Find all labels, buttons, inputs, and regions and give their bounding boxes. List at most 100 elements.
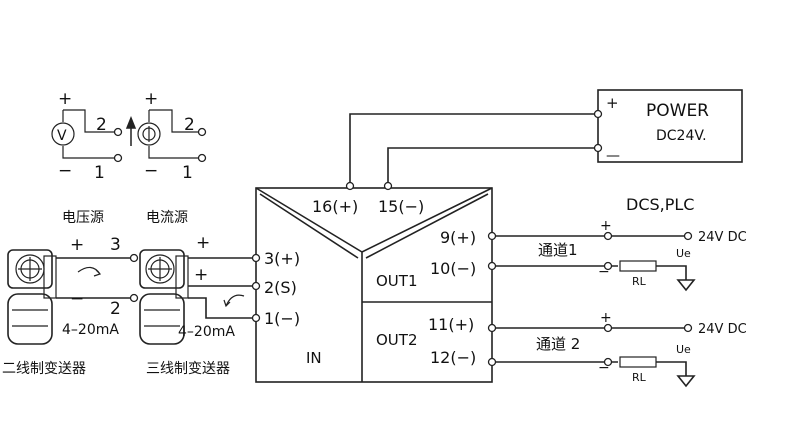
voltage-source-wires [62, 109, 116, 159]
ch2-supply-terminal [683, 323, 693, 333]
input-terminal-1 [251, 313, 261, 323]
terminal-9 [487, 231, 497, 241]
ch1-plus: + [600, 218, 612, 234]
legend-volt-term-2: 2 [96, 115, 107, 135]
power-minus: — [606, 148, 620, 164]
output-wiring: DCS,PLC + − 通道1 24V DC Ue RL + − 通道 2 24… [487, 195, 747, 388]
voltage-source-symbol: V [57, 128, 67, 144]
three-wire-transmitter: 三线制变送器 4–20mA [139, 249, 235, 377]
input-flow-arrow-icon [223, 294, 245, 308]
three-wire-range: 4–20mA [178, 324, 235, 340]
terminal-11 [487, 323, 497, 333]
voltage-terminal-2 [113, 127, 123, 137]
current-source-wires [148, 109, 200, 159]
terminal-16 [345, 181, 355, 191]
three-wire-plus-top: + [196, 233, 210, 253]
power-box [597, 89, 743, 163]
ch2-minus: − [598, 360, 610, 376]
ground-2-icon [676, 375, 696, 388]
ch1-minus-terminal [603, 261, 613, 271]
legend-volt-minus: − [58, 161, 72, 181]
two-wire-terminal-2 [129, 293, 139, 303]
ch1-supply-label: 24V DC [698, 230, 747, 245]
power-voltage-label: DC24V. [656, 128, 707, 144]
two-wire-loop-wires [56, 257, 134, 299]
three-wire-input-wires [188, 257, 254, 319]
legend-curr-plus: + [144, 89, 158, 109]
ch2-plus-terminal [603, 323, 613, 333]
legend-volt-plus: + [58, 89, 72, 109]
terminal-3-label: 3(+) [264, 249, 300, 268]
ch1-minus: − [598, 264, 610, 280]
ground-1-icon [676, 279, 696, 292]
channel-2-wires [492, 327, 687, 376]
current-terminal-1 [197, 153, 207, 163]
out1-section-label: OUT1 [376, 272, 418, 290]
channel-1-wires [492, 235, 687, 280]
terminal-12 [487, 357, 497, 367]
two-wire-range: 4–20mA [62, 322, 119, 338]
power-wires [349, 113, 598, 186]
transmitter-head-icon [139, 249, 185, 289]
two-wire-minus: − [70, 289, 84, 309]
two-wire-terminal-3 [129, 253, 139, 263]
terminal-2-label: 2(S) [264, 278, 297, 297]
three-wire-plus-mid: + [194, 265, 208, 285]
legend-volt-term-1: 1 [94, 163, 105, 183]
channel-1-label: 通道1 [538, 241, 578, 259]
two-wire-caption: 二线制变送器 [2, 361, 86, 377]
ch2-supply-label: 24V DC [698, 322, 747, 337]
rl2-label: RL [632, 371, 647, 384]
terminal-10 [487, 261, 497, 271]
ch1-supply-terminal [683, 231, 693, 241]
out2-section-label: OUT2 [376, 331, 418, 349]
transmitter-head-icon [7, 249, 53, 289]
three-wire-caption: 三线制变送器 [146, 361, 230, 377]
current-source-icon [137, 122, 161, 146]
module-partitions [255, 187, 493, 382]
current-source-symbol [142, 126, 156, 142]
in-section-label: IN [306, 349, 322, 367]
voltage-source-label: 电压源 [62, 210, 104, 226]
channel-2-label: 通道 2 [536, 335, 580, 353]
ch1-ue-label: Ue [676, 247, 691, 260]
terminal-10-label: 10(−) [430, 259, 476, 278]
voltage-source-icon [51, 122, 75, 146]
source-legend: + − V 2 1 电压源 + − 2 1 电流源 [51, 89, 207, 226]
power-plus-terminal [593, 109, 603, 119]
ch2-plus: + [600, 310, 612, 326]
legend-curr-term-2: 2 [184, 115, 195, 135]
terminal-15-label: 15(−) [378, 197, 424, 216]
terminal-15 [383, 181, 393, 191]
rl1-resistor-icon [619, 260, 657, 272]
terminal-11-label: 11(+) [428, 315, 474, 334]
dcs-plc-label: DCS,PLC [626, 195, 694, 214]
terminal-12-label: 12(−) [430, 348, 476, 367]
current-arrow-icon [125, 115, 137, 146]
rl2-resistor-icon [619, 356, 657, 368]
ch2-ue-label: Ue [676, 343, 691, 356]
rl1-label: RL [632, 275, 647, 288]
current-terminal-2 [197, 127, 207, 137]
legend-curr-minus: − [144, 161, 158, 181]
input-terminal-3 [251, 253, 261, 263]
two-wire-term-2: 2 [110, 299, 121, 319]
power-plus: + [606, 94, 619, 112]
two-wire-transmitter: 二线制变送器 4–20mA [2, 249, 119, 377]
input-terminal-2 [251, 281, 261, 291]
ch2-minus-terminal [603, 357, 613, 367]
legend-curr-term-1: 1 [182, 163, 193, 183]
terminal-9-label: 9(+) [440, 228, 476, 247]
transmitter-body-icon [139, 293, 185, 345]
isolator-module: 3(+) 2(S) 1(−) IN 16(+) 15(−) 9(+) 10(−)… [251, 187, 493, 383]
power-minus-terminal [593, 143, 603, 153]
power-supply: POWER DC24V. + — [345, 89, 743, 191]
power-label: POWER [646, 101, 709, 121]
ch1-plus-terminal [603, 231, 613, 241]
terminal-1-label: 1(−) [264, 309, 300, 328]
loop-flow-arrow-icon [77, 266, 102, 277]
voltage-terminal-1 [113, 153, 123, 163]
two-wire-plus: + [70, 235, 84, 255]
two-wire-term-3: 3 [110, 235, 121, 255]
